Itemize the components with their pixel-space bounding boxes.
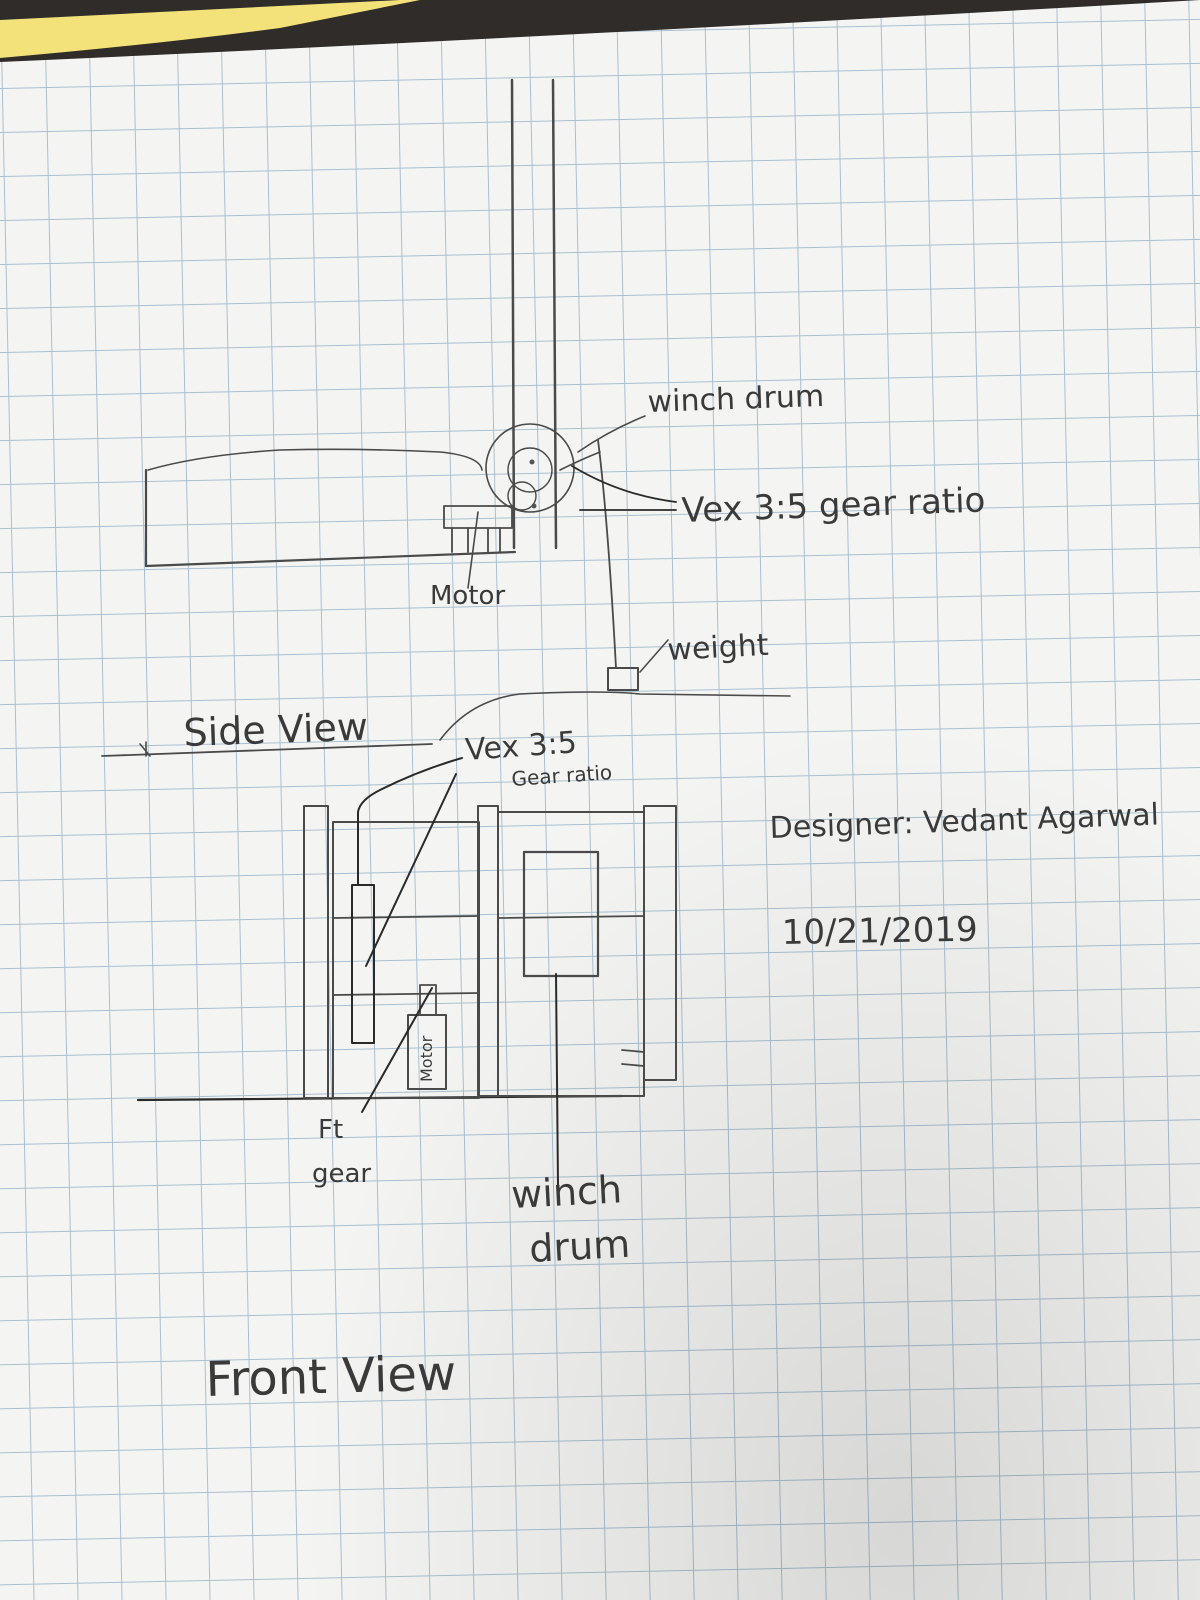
front-view-title: Front View [205, 1345, 457, 1408]
chassis-outline [144, 448, 601, 568]
label-winch-drum-side: winch drum [647, 379, 825, 420]
label-ft-gear-line2: gear [312, 1159, 371, 1189]
winch-drum-side [485, 423, 575, 513]
sticky-note [0, 0, 420, 58]
tower-upright [510, 78, 558, 550]
ft-gear-front [351, 884, 375, 1044]
motor-front: Motor [407, 984, 447, 1090]
right-frame [477, 805, 677, 1097]
winch-drum-front [522, 850, 600, 978]
label-ft-gear-line1: Ft [318, 1115, 343, 1145]
motor-side [443, 505, 513, 553]
front-view-drawing: Motor Vex 3:5 Gear ratio Ft gear winch d… [136, 725, 677, 1408]
label-weight: weight [667, 628, 770, 668]
label-winch-drum-front-line1: winch [510, 1167, 623, 1217]
side-view-leaders [467, 415, 677, 673]
label-winch-drum-front-line2: drum [528, 1222, 631, 1271]
label-gear-ratio-front-top: Vex 3:5 [464, 725, 578, 768]
side-view-title: Side View [183, 705, 369, 755]
front-view-leaders [357, 757, 559, 1187]
label-motor-front: Motor [417, 1035, 436, 1082]
side-view-drawing: winch drum Vex 3:5 gear ratio Motor weig… [101, 78, 986, 757]
rope-and-weight [439, 439, 791, 741]
label-motor-side: Motor [430, 581, 505, 611]
design-date: 10/21/2019 [781, 910, 978, 953]
